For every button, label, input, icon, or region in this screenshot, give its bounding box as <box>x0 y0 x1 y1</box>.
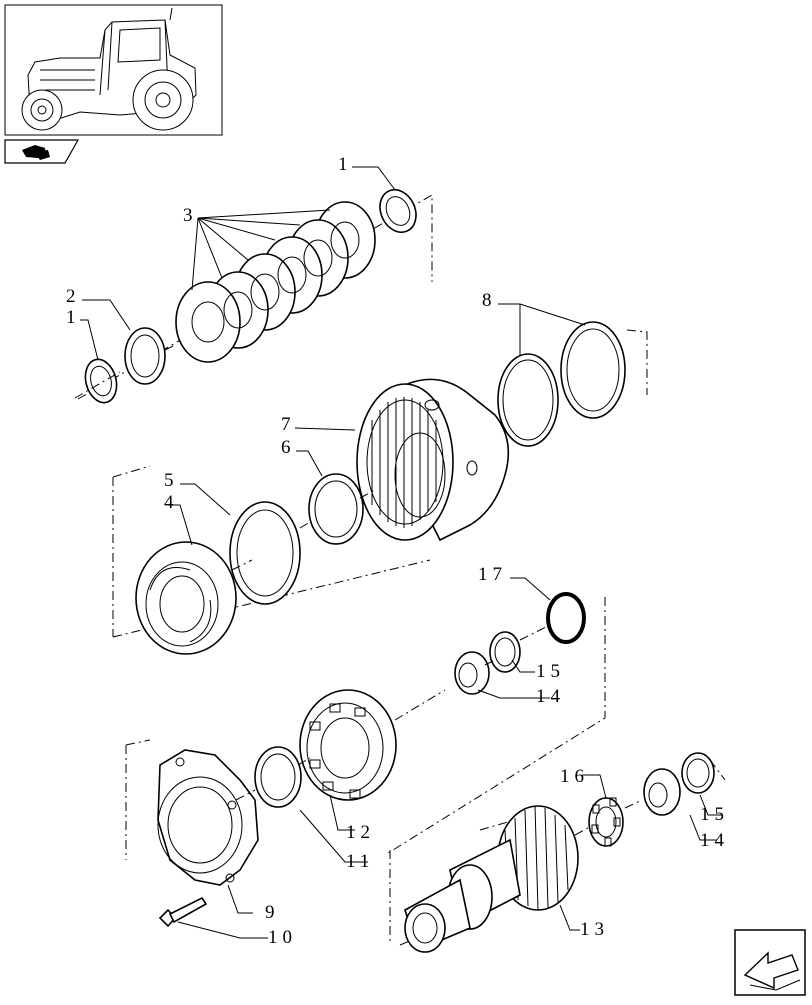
callout-9: 9 <box>265 902 280 923</box>
callout-4: 4 <box>164 492 179 513</box>
part-15-snap-ring-lower[interactable] <box>681 752 715 794</box>
part-14-bushing-upper[interactable] <box>454 651 490 695</box>
callout-16: 16 <box>560 766 589 787</box>
part-11-snap-ring[interactable] <box>254 746 302 808</box>
callout-11: 11 <box>346 851 374 872</box>
callout-13: 13 <box>580 919 609 940</box>
callout-1-upper: 1 <box>338 154 353 175</box>
leader-lines <box>80 166 723 939</box>
callout-12: 12 <box>346 822 375 843</box>
callout-6: 6 <box>281 437 296 458</box>
callout-15-lower: 15 <box>700 804 729 825</box>
part-8-seal-rings[interactable] <box>497 321 626 447</box>
part-9-housing-cover[interactable] <box>157 749 259 886</box>
page-flag-icon[interactable] <box>4 139 80 164</box>
part-6-snap-ring[interactable] <box>308 473 364 545</box>
part-7-clutch-drum[interactable] <box>356 378 510 542</box>
callout-labels: 1 3 2 1 8 7 6 5 4 17 15 14 16 15 14 12 1… <box>66 154 729 948</box>
callout-14-lower: 14 <box>700 830 729 851</box>
assembly-frame-2 <box>112 329 648 638</box>
part-2-thrust-ring[interactable] <box>124 327 166 385</box>
part-4-piston[interactable] <box>135 541 237 655</box>
part-1-snap-ring-upper[interactable] <box>373 184 422 238</box>
callout-17: 17 <box>478 564 507 585</box>
tractor-thumbnail-icon[interactable] <box>4 4 223 136</box>
part-1-snap-ring-lower[interactable] <box>81 356 121 406</box>
callout-10: 10 <box>268 927 297 948</box>
part-3-clutch-disc-stack[interactable] <box>175 201 376 363</box>
callout-8: 8 <box>482 290 497 311</box>
callout-5: 5 <box>164 470 179 491</box>
callout-14-upper: 14 <box>536 686 565 707</box>
part-14-bushing-lower[interactable] <box>643 768 681 816</box>
callout-7: 7 <box>281 414 296 435</box>
callout-2: 2 <box>66 286 81 307</box>
part-17-o-ring[interactable] <box>546 592 586 644</box>
part-16-needle-bearing[interactable] <box>588 797 624 847</box>
part-12-bearing[interactable] <box>299 689 397 801</box>
callout-15-upper: 15 <box>536 661 565 682</box>
callout-1-lower: 1 <box>66 307 81 328</box>
next-page-arrow-icon[interactable] <box>734 929 806 996</box>
part-5-thrust-washer[interactable] <box>229 501 301 605</box>
part-10-bolt[interactable] <box>158 896 208 928</box>
part-13-gear-shaft[interactable] <box>404 805 579 953</box>
part-15-snap-ring-upper[interactable] <box>489 631 521 673</box>
assembly-frame-3 <box>125 597 606 860</box>
callout-3: 3 <box>183 205 198 226</box>
